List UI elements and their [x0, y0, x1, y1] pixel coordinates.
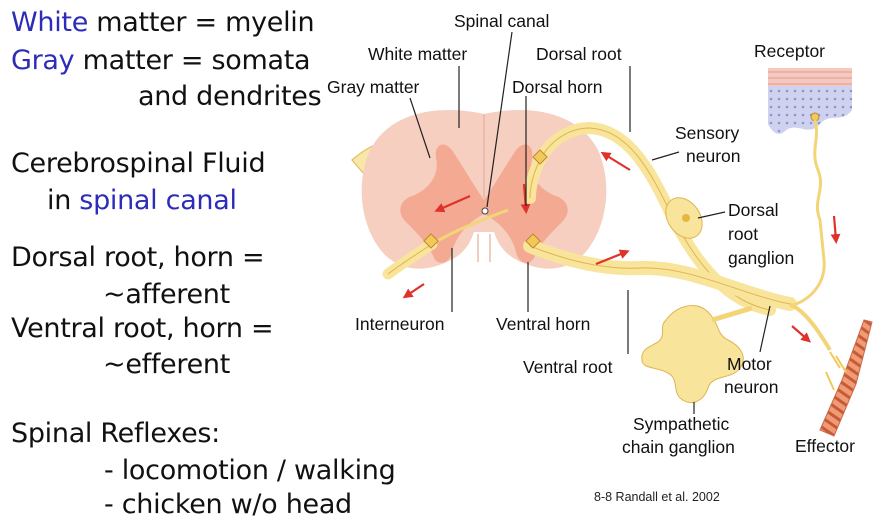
note-reflex-item: - chicken w/o head [104, 489, 352, 520]
label-interneuron: Interneuron [355, 314, 445, 334]
label-dorsal-horn: Dorsal horn [512, 77, 603, 97]
note-csf-location: in spinal canal [47, 185, 237, 216]
label-spinal-canal: Spinal canal [454, 11, 550, 31]
label-dorsal-root: Dorsal root [536, 44, 622, 64]
note-white-matter: White matter = myelin [11, 7, 315, 38]
note-gray-matter: Gray matter = somata [11, 45, 311, 76]
label-ventral-horn: Ventral horn [496, 314, 591, 334]
note-reflex-title: Spinal Reflexes: [11, 418, 220, 449]
note-ventral-efferent: ~efferent [103, 349, 230, 380]
term-white: White [11, 7, 89, 38]
label-white-matter: White matter [368, 44, 468, 64]
label-sympathetic-chain-ganglion: Sympathetic [633, 414, 730, 434]
leader-lines [409, 31, 771, 414]
note-dorsal-afferent: ~afferent [103, 279, 230, 310]
label-sensory-neuron: Sensory [675, 123, 740, 143]
note-csf: Cerebrospinal Fluid [11, 148, 266, 179]
label-sensory-neuron-2: neuron [686, 146, 741, 166]
note-dorsal: Dorsal root, horn = [11, 242, 265, 273]
label-motor-neuron: Motor [727, 354, 772, 374]
effector-muscle [819, 319, 873, 437]
label-dorsal-root-ganglion-2: root [728, 224, 759, 244]
spinal-canal-dot [481, 207, 489, 215]
label-ventral-root: Ventral root [523, 357, 613, 377]
sympathetic-ganglion-shape [641, 305, 744, 403]
note-gray-matter-cont: and dendrites [138, 81, 322, 112]
label-effector: Effector [795, 436, 855, 456]
label-motor-neuron-2: neuron [724, 377, 779, 397]
term-spinal-canal: spinal canal [79, 185, 237, 216]
note-ventral: Ventral root, horn = [11, 313, 274, 344]
label-dorsal-root-ganglion: Dorsal [728, 200, 779, 220]
label-sympathetic-chain-ganglion-2: chain ganglion [622, 437, 735, 457]
note-reflex-item: - locomotion / walking [104, 455, 396, 486]
term-gray: Gray [11, 45, 75, 76]
label-dorsal-root-ganglion-3: ganglion [728, 248, 795, 268]
figure-credit: 8-8 Randall et al. 2002 [594, 490, 720, 504]
label-receptor: Receptor [754, 41, 826, 61]
label-gray-matter: Gray matter [327, 77, 420, 97]
